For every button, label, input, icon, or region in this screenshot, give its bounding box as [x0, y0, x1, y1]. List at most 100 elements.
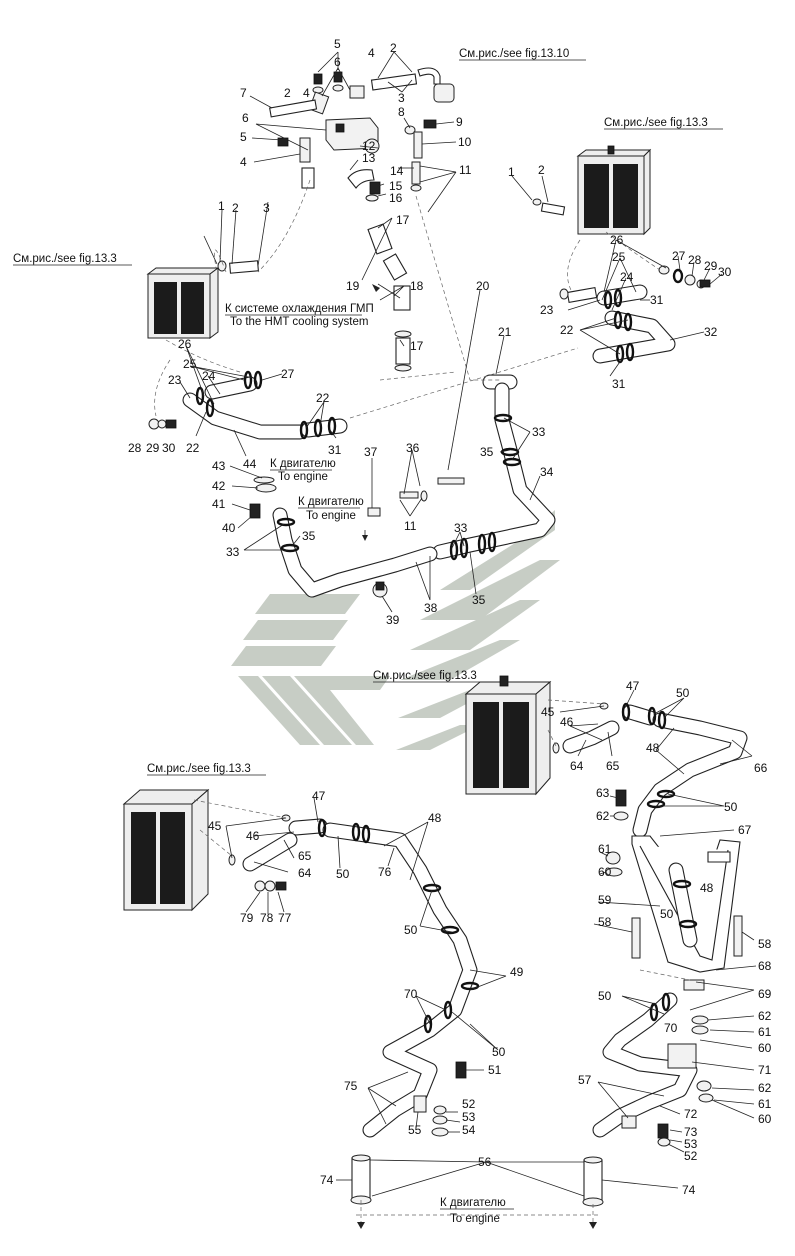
callout-24: 24	[202, 369, 216, 383]
callout-31: 31	[612, 377, 626, 391]
callout-46: 46	[560, 715, 574, 729]
destination-notes: К системе охлаждения ГМП To the HMT cool…	[225, 303, 514, 1225]
callout-35: 35	[472, 593, 486, 607]
callout-50: 50	[724, 800, 738, 814]
radiator-top-right	[576, 145, 652, 236]
callout-2: 2	[538, 163, 545, 177]
radiator-middle	[464, 675, 552, 796]
callout-3: 3	[398, 91, 405, 105]
callout-19: 19	[346, 279, 360, 293]
callout-61: 61	[758, 1025, 772, 1039]
callout-10: 10	[458, 135, 472, 149]
callout-55: 55	[408, 1123, 422, 1137]
callout-63: 63	[596, 786, 610, 800]
callout-4: 4	[368, 46, 375, 60]
callout-32: 32	[704, 325, 718, 339]
figure-references: См.рис./see fig.13.10 См.рис./see fig.13…	[13, 48, 723, 776]
callout-50: 50	[492, 1045, 506, 1059]
note-engine2-ru: К двигателю	[298, 496, 364, 508]
ref-fig-13-10: См.рис./see fig.13.10	[459, 48, 569, 60]
callout-22: 22	[186, 441, 200, 455]
callout-21: 21	[498, 325, 512, 339]
callout-29: 29	[146, 441, 160, 455]
callout-35: 35	[480, 445, 494, 459]
upper-right-hose-group	[559, 265, 711, 364]
callout-57: 57	[578, 1073, 592, 1087]
note-engine3-en: To engine	[450, 1213, 500, 1225]
callout-60: 60	[598, 865, 612, 879]
leader-lines	[179, 51, 757, 1197]
note-hmt-ru: К системе охлаждения ГМП	[225, 303, 374, 315]
callout-58: 58	[758, 937, 772, 951]
callout-68: 68	[758, 959, 772, 973]
callout-22: 22	[560, 323, 574, 337]
callout-numbers: 5 2 6 4 3 7 2 4 6 5 4 8 9 10 11 12 13 14…	[128, 37, 772, 1197]
callout-48: 48	[700, 881, 714, 895]
callout-50: 50	[676, 686, 690, 700]
callout-6: 6	[242, 111, 249, 125]
callout-66: 66	[754, 761, 768, 775]
callout-64: 64	[570, 759, 584, 773]
callout-65: 65	[606, 759, 620, 773]
callout-75: 75	[344, 1079, 358, 1093]
callout-56: 56	[478, 1155, 492, 1169]
callout-29: 29	[704, 259, 718, 273]
callout-50: 50	[598, 989, 612, 1003]
callout-60: 60	[758, 1112, 772, 1126]
bottom-left-hose-group	[228, 814, 480, 1205]
radiator-top-left	[146, 267, 220, 339]
callout-16: 16	[389, 191, 403, 205]
callout-50: 50	[660, 907, 674, 921]
callout-70: 70	[664, 1021, 678, 1035]
callout-62: 62	[596, 809, 610, 823]
note-engine1-ru: К двигателю	[270, 458, 336, 470]
callout-58: 58	[598, 915, 612, 929]
callout-36: 36	[406, 441, 420, 455]
top-valve-assembly	[217, 67, 455, 372]
callout-4: 4	[303, 86, 310, 100]
callout-23: 23	[168, 373, 182, 387]
callout-33: 33	[226, 545, 240, 559]
bottom-right-hose-group	[582, 979, 714, 1207]
callout-50: 50	[404, 923, 418, 937]
callout-15: 15	[389, 179, 403, 193]
top-right-fittings	[532, 198, 566, 216]
callout-67: 67	[738, 823, 752, 837]
callout-74: 74	[682, 1183, 696, 1197]
callout-4: 4	[240, 155, 247, 169]
callout-2: 2	[390, 41, 397, 55]
callout-23: 23	[540, 303, 554, 317]
callout-76: 76	[378, 865, 392, 879]
callout-43: 43	[212, 459, 226, 473]
callout-73: 73	[684, 1125, 698, 1139]
callout-2: 2	[232, 201, 239, 215]
callout-28: 28	[688, 253, 702, 267]
callout-61: 61	[598, 842, 612, 856]
callout-25: 25	[612, 250, 626, 264]
callout-1: 1	[218, 199, 225, 213]
central-main-pipe	[249, 374, 556, 598]
callout-30: 30	[718, 265, 732, 279]
callout-37: 37	[364, 445, 378, 459]
callout-77: 77	[278, 911, 292, 925]
callout-26: 26	[610, 233, 624, 247]
callout-33: 33	[532, 425, 546, 439]
callout-78: 78	[260, 911, 274, 925]
callout-6: 6	[334, 55, 341, 69]
callout-31: 31	[328, 443, 342, 457]
note-engine1-en: To engine	[278, 471, 328, 483]
callout-70: 70	[404, 987, 418, 1001]
callout-8: 8	[398, 105, 405, 119]
callout-11: 11	[404, 519, 417, 533]
callout-31: 31	[650, 293, 664, 307]
callout-53: 53	[462, 1110, 476, 1124]
callout-25: 25	[183, 357, 197, 371]
callout-28: 28	[128, 441, 142, 455]
callout-22: 22	[316, 391, 330, 405]
callout-46: 46	[246, 829, 260, 843]
callout-45: 45	[541, 705, 555, 719]
callout-3: 3	[263, 201, 270, 215]
callout-48: 48	[646, 741, 660, 755]
callout-74: 74	[320, 1173, 334, 1187]
callout-30: 30	[162, 441, 176, 455]
